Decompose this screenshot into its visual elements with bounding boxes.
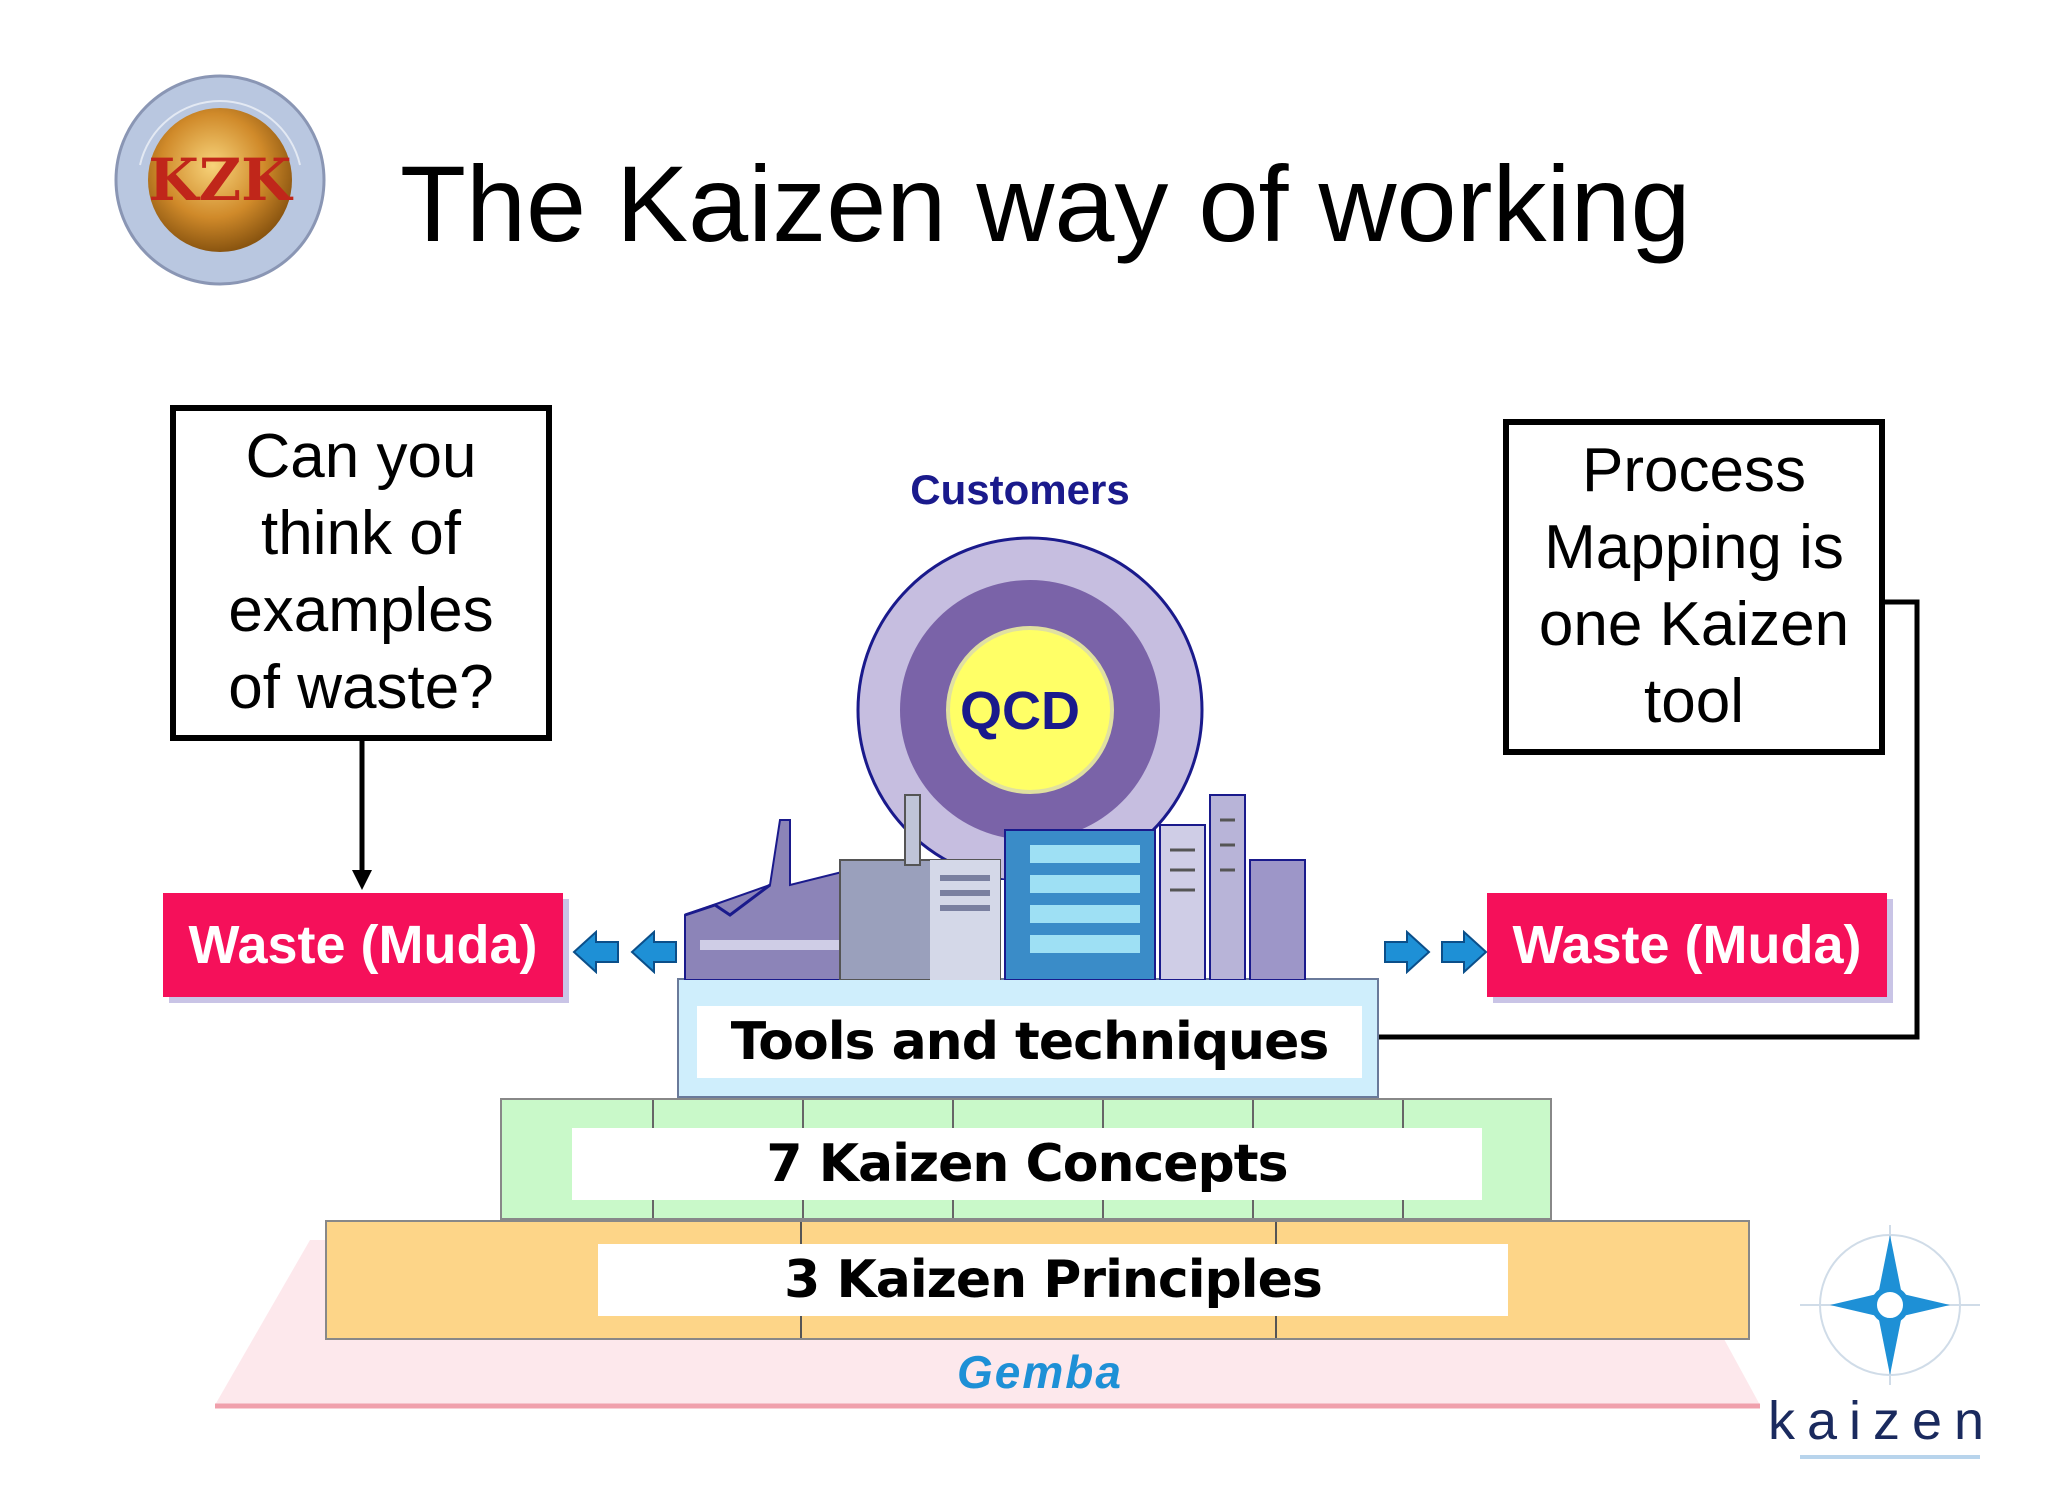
kaizen-compass-logo-icon <box>1800 1225 1980 1385</box>
arrow-left-icon <box>572 930 619 974</box>
qcd-label: QCD <box>960 681 1080 741</box>
customers-circles <box>856 536 1204 880</box>
gemba-label: Gemba <box>957 1346 1123 1398</box>
svg-text:KZK: KZK <box>148 146 294 214</box>
concepts-label: 7 Kaizen Concepts <box>572 1128 1482 1200</box>
kaizen-brand-underline <box>1800 1455 1980 1459</box>
callout-waste-question: Can you think of examples of waste? <box>170 405 552 741</box>
arrow-left-icon <box>630 930 677 974</box>
callout-process-mapping: Process Mapping is one Kaizen tool <box>1503 419 1885 755</box>
arrow-right-icon <box>1384 930 1431 974</box>
customers-label: Customers <box>910 466 1130 513</box>
principles-label: 3 Kaizen Principles <box>598 1244 1508 1316</box>
page-title: The Kaizen way of working <box>400 143 1691 264</box>
arrow-right-icon <box>1441 930 1488 974</box>
kzk-globe-logo-icon: KZK <box>114 74 326 286</box>
tools-label: Tools and techniques <box>697 1006 1362 1078</box>
connector-right-loop <box>1330 599 1920 1040</box>
kaizen-brand-text: kaizen <box>1768 1391 1997 1451</box>
arrowhead-down-icon <box>352 870 372 890</box>
waste-left-box: Waste (Muda) <box>163 893 563 997</box>
waste-right-box: Waste (Muda) <box>1487 893 1887 997</box>
principles-level <box>325 1220 1750 1340</box>
callout-waste-question-text: Can you think of examples of waste? <box>228 422 494 722</box>
callout-process-mapping-text: Process Mapping is one Kaizen tool <box>1538 436 1850 736</box>
factory-icon <box>684 794 1306 980</box>
